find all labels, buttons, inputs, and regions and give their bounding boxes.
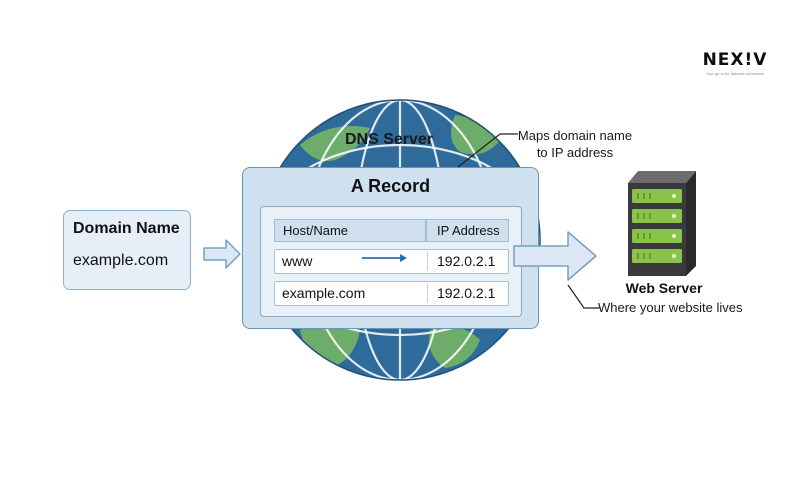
row-divider (427, 252, 428, 271)
record-host: example.com (282, 285, 366, 301)
brand-logo: NEX!V Your go-to for dataset conversion (690, 50, 780, 76)
a-record-panel: A Record Host/Name IP Address www 192.0.… (242, 167, 539, 329)
dns-server-label: DNS Server (345, 131, 434, 148)
domain-name-value: example.com (73, 252, 169, 269)
record-row: www 192.0.2.1 (274, 249, 509, 274)
record-ip: 192.0.2.1 (437, 285, 496, 301)
domain-name-box: Domain Name example.com (63, 210, 191, 290)
brand-logo-text: NEX!V (702, 50, 768, 70)
domain-name-title: Domain Name (73, 220, 180, 237)
arrow-right-icon (203, 239, 241, 269)
column-header-ip: IP Address (426, 219, 509, 242)
arrow-right-icon (513, 231, 597, 281)
row-divider (427, 284, 428, 303)
web-server-note: Where your website lives (598, 300, 743, 315)
record-host: www (282, 253, 313, 269)
dns-server-note: Maps domain name to IP address (505, 127, 645, 161)
lookup-arrow-icon (362, 254, 407, 262)
note-pointer-line (457, 133, 518, 168)
a-record-title: A Record (350, 176, 431, 196)
record-row: example.com 192.0.2.1 (274, 281, 509, 306)
record-ip: 192.0.2.1 (437, 253, 496, 269)
column-header-host: Host/Name (274, 219, 426, 242)
dns-server-note-line: Maps domain name (517, 128, 633, 143)
note-pointer-line (567, 284, 600, 309)
dns-server-note-line: to IP address (536, 145, 614, 160)
brand-tagline: Your go-to for dataset conversion (705, 71, 765, 76)
web-server-label: Web Server (625, 280, 703, 296)
server-icon (628, 171, 696, 276)
